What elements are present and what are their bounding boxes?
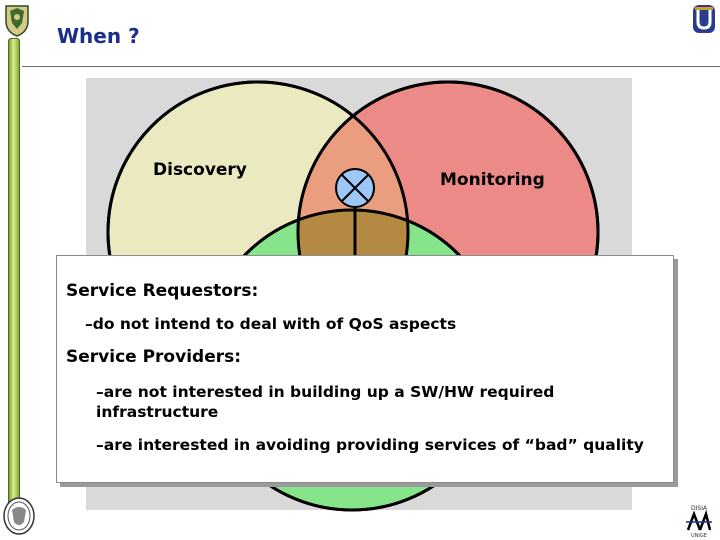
monitoring-label: Monitoring	[440, 170, 545, 190]
providers-heading: Service Providers:	[66, 347, 242, 367]
providers-item-1-line-2: infrastructure	[96, 403, 219, 421]
lab-logo-icon: DISIA UNIGE	[686, 505, 712, 538]
slide-title: When ?	[57, 24, 140, 48]
stakeholders-textbox: Service Requestors: –do not intend to de…	[56, 255, 674, 483]
x-marker-icon	[335, 168, 375, 208]
providers-item-1-line-1: –are not interested in building up a SW/…	[96, 383, 555, 401]
svg-text:DISIA: DISIA	[691, 505, 708, 512]
university-logo-icon	[693, 5, 715, 33]
requestors-heading: Service Requestors:	[66, 281, 259, 301]
university-seal-icon	[3, 497, 35, 535]
providers-item-2: –are interested in avoiding providing se…	[96, 436, 644, 454]
title-divider	[22, 66, 720, 67]
university-crest-icon	[5, 5, 29, 37]
requestors-item: –do not intend to deal with of QoS aspec…	[85, 315, 457, 333]
discovery-label: Discovery	[153, 160, 247, 180]
svg-text:UNIGE: UNIGE	[691, 533, 707, 538]
